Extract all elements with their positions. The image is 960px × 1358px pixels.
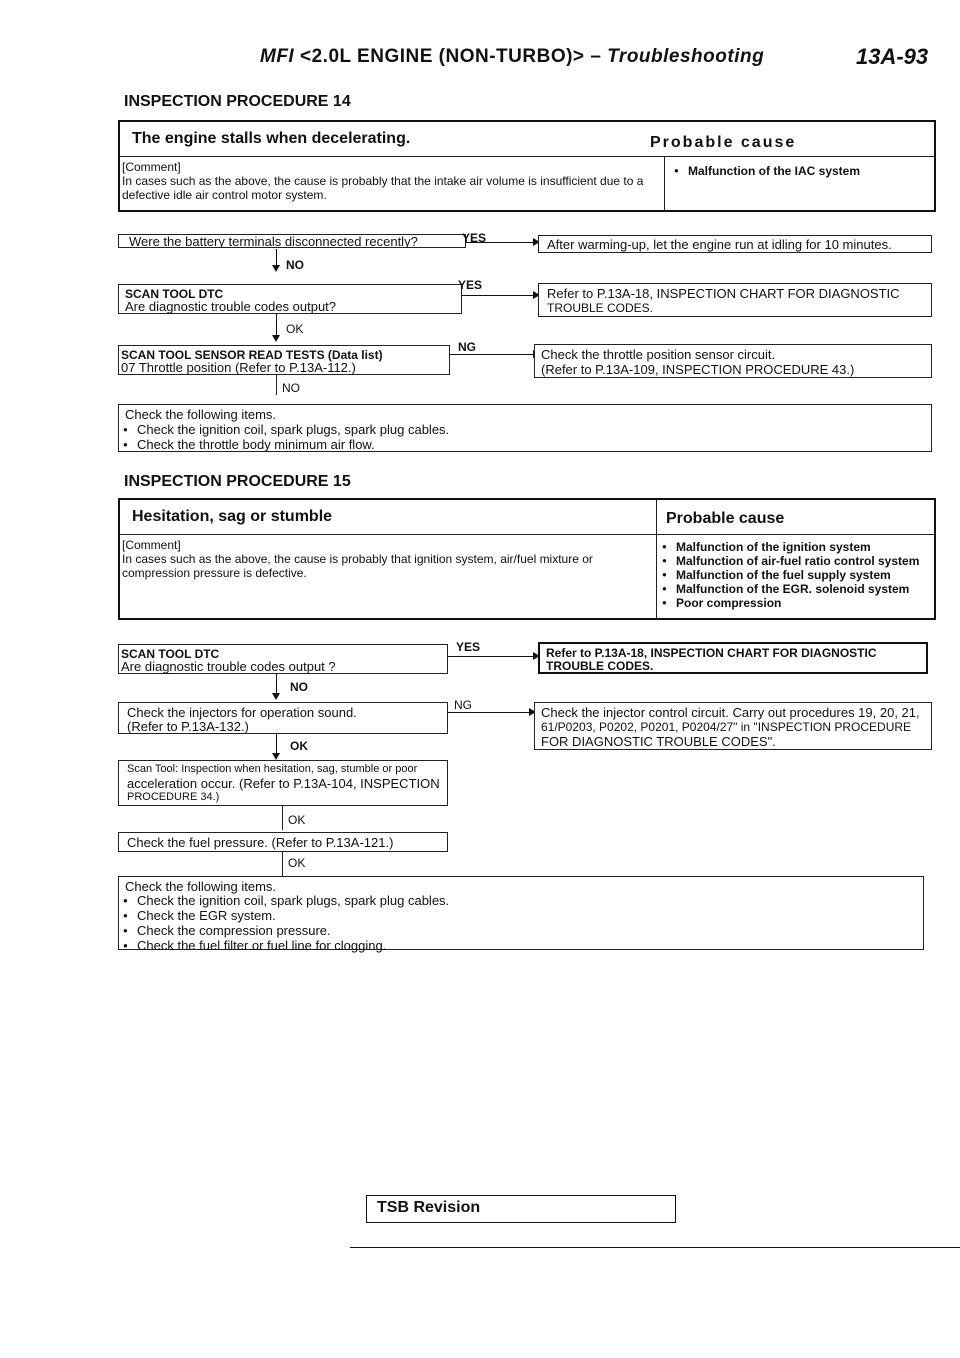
p14-q3-no: NO [282,381,300,395]
procedure-14-probable-cause-label: Probable cause [650,134,797,151]
p14-final-title: Check the following items. [125,407,277,422]
p14-q3-title: SCAN TOOL SENSOR READ TESTS (Data list) [121,348,383,362]
p14-q2-ok: OK [286,322,304,336]
check-item: Check the fuel filter or fuel line for c… [123,938,913,953]
header-section: Troubleshooting [607,46,765,67]
procedure-14-title: INSPECTION PROCEDURE 14 [124,93,351,110]
check-item: Check the EGR system. [123,908,913,923]
p15-q2-box: Check the injectors for operation sound.… [118,702,448,734]
p14-q1-yes-box: After warming-up, let the engine run at … [538,235,932,253]
p15-q4-text: Check the fuel pressure. (Refer to P.13A… [127,835,394,850]
procedure-15-title: INSPECTION PROCEDURE 15 [124,473,351,490]
p14-q1-box: Were the battery terminals disconnected … [118,234,466,248]
comment-label: [Comment] [122,160,181,174]
p15-final-box: Check the following items. Check the ign… [118,876,924,953]
check-item: Check the ignition coil, spark plugs, sp… [123,422,923,437]
p14-q3-ng-action-1: Check the throttle position sensor circu… [541,347,776,362]
p15-q2-ng: NG [454,698,472,712]
p14-q2-box: SCAN TOOL DTC Are diagnostic trouble cod… [118,284,462,314]
check-item: Check the compression pressure. [123,923,913,938]
p15-q3-text-3: PROCEDURE 34.) [127,791,220,803]
p15-q2-ng-action-2: 61/P0203, P0202, P0201, P0204/27" in "IN… [541,720,912,734]
p15-q1-yes-action-1: Refer to P.13A-18, INSPECTION CHART FOR … [546,646,877,660]
procedure-14-comment: [Comment] In cases such as the above, th… [122,160,658,202]
header-engine: <2.0L ENGINE (NON-TURBO)> [300,46,585,67]
footer-rule [350,1247,960,1248]
p14-q3-ng-action-2: (Refer to P.13A-109, INSPECTION PROCEDUR… [541,362,855,377]
p15-q3-text-1: Scan Tool: Inspection when hesitation, s… [127,763,418,775]
p14-q2-yes-action-1: Refer to P.13A-18, INSPECTION CHART FOR … [547,286,900,301]
p14-q2-title: SCAN TOOL DTC [125,287,224,301]
cause-item: Malfunction of the IAC system [674,164,924,178]
p15-q2-ng-action-3: FOR DIAGNOSTIC TROUBLE CODES". [541,734,776,749]
procedure-15-symptom: Hesitation, sag or stumble [132,508,333,525]
p14-q2-yes: YES [458,278,483,292]
procedure-15-summary: Hesitation, sag or stumble Probable caus… [118,498,936,620]
procedure-14-summary: The engine stalls when decelerating. Pro… [118,120,936,212]
page-header: MFI <2.0L ENGINE (NON-TURBO)> – Troubles… [260,42,950,78]
cause-item: Malfunction of the EGR. solenoid system [662,582,932,596]
p15-q3-ok: OK [288,813,306,827]
p15-q4-ok: OK [288,856,306,870]
p15-q1-yes: YES [456,640,481,654]
p15-q2-ng-action-1: Check the injector control circuit. Carr… [541,705,920,720]
cause-item: Malfunction of the fuel supply system [662,568,932,582]
tsb-revision-box: TSB Revision [366,1195,676,1223]
comment-text: In cases such as the above, the cause is… [122,552,593,580]
cause-item: Poor compression [662,596,932,610]
procedure-15-causes: Malfunction of the ignition system Malfu… [662,540,932,610]
p14-q2-yes-box: Refer to P.13A-18, INSPECTION CHART FOR … [538,283,932,317]
p15-q1-yes-action-2: TROUBLE CODES. [546,659,654,673]
p14-final-list: Check the ignition coil, spark plugs, sp… [123,422,923,452]
p14-q2-text: Are diagnostic trouble codes output? [125,299,337,314]
procedure-14-symptom: The engine stalls when decelerating. [132,130,411,147]
p15-q1-no: NO [290,680,308,694]
p14-q1-yes: YES [462,231,487,245]
tsb-revision-label: TSB Revision [377,1199,481,1216]
comment-label: [Comment] [122,538,181,552]
p14-q2-yes-action-2: TROUBLE CODES. [547,301,654,315]
header-dash: – [590,46,602,67]
p15-q2-ng-box: Check the injector control circuit. Carr… [534,702,932,750]
p14-q1-text: Were the battery terminals disconnected … [129,234,418,248]
p14-q3-ng: NG [458,340,476,354]
p15-q2-text-1: Check the injectors for operation sound. [127,705,357,720]
p14-q3-ng-box: Check the throttle position sensor circu… [534,344,932,378]
header-mfi: MFI [260,46,295,67]
p14-q1-no: NO [286,258,304,272]
p15-q1-text: Are diagnostic trouble codes output ? [121,659,336,674]
p15-final-title: Check the following items. [125,879,277,894]
p15-q4-box: Check the fuel pressure. (Refer to P.13A… [118,832,448,852]
p15-q3-box: Scan Tool: Inspection when hesitation, s… [118,760,448,806]
p15-q3-text-2: acceleration occur. (Refer to P.13A-104,… [127,776,440,791]
comment-text: In cases such as the above, the cause is… [122,174,644,202]
procedure-14-causes: Malfunction of the IAC system [674,164,924,178]
procedure-15-comment: [Comment] In cases such as the above, th… [122,538,650,580]
p15-q1-yes-box: Refer to P.13A-18, INSPECTION CHART FOR … [538,642,928,674]
p15-q2-text-2: (Refer to P.13A-132.) [127,719,249,734]
check-item: Check the ignition coil, spark plugs, sp… [123,893,913,908]
p15-final-list: Check the ignition coil, spark plugs, sp… [123,893,913,953]
check-item: Check the throttle body minimum air flow… [123,437,923,452]
p14-q3-text: 07 Throttle position (Refer to P.13A-112… [121,360,356,375]
p14-q3-box: SCAN TOOL SENSOR READ TESTS (Data list) … [118,345,450,375]
page-number: 13A-93 [856,44,929,69]
cause-item: Malfunction of the ignition system [662,540,932,554]
p15-q1-box: SCAN TOOL DTC Are diagnostic trouble cod… [118,644,448,674]
procedure-15-probable-cause-label: Probable cause [666,510,785,527]
p14-q1-yes-action: After warming-up, let the engine run at … [547,237,892,252]
p14-final-box: Check the following items. Check the ign… [118,404,932,452]
cause-item: Malfunction of air-fuel ratio control sy… [662,554,932,568]
p15-q1-title: SCAN TOOL DTC [121,647,220,661]
p15-q2-ok: OK [290,739,308,753]
header-title: MFI <2.0L ENGINE (NON-TURBO)> – Troubles… [260,46,764,68]
